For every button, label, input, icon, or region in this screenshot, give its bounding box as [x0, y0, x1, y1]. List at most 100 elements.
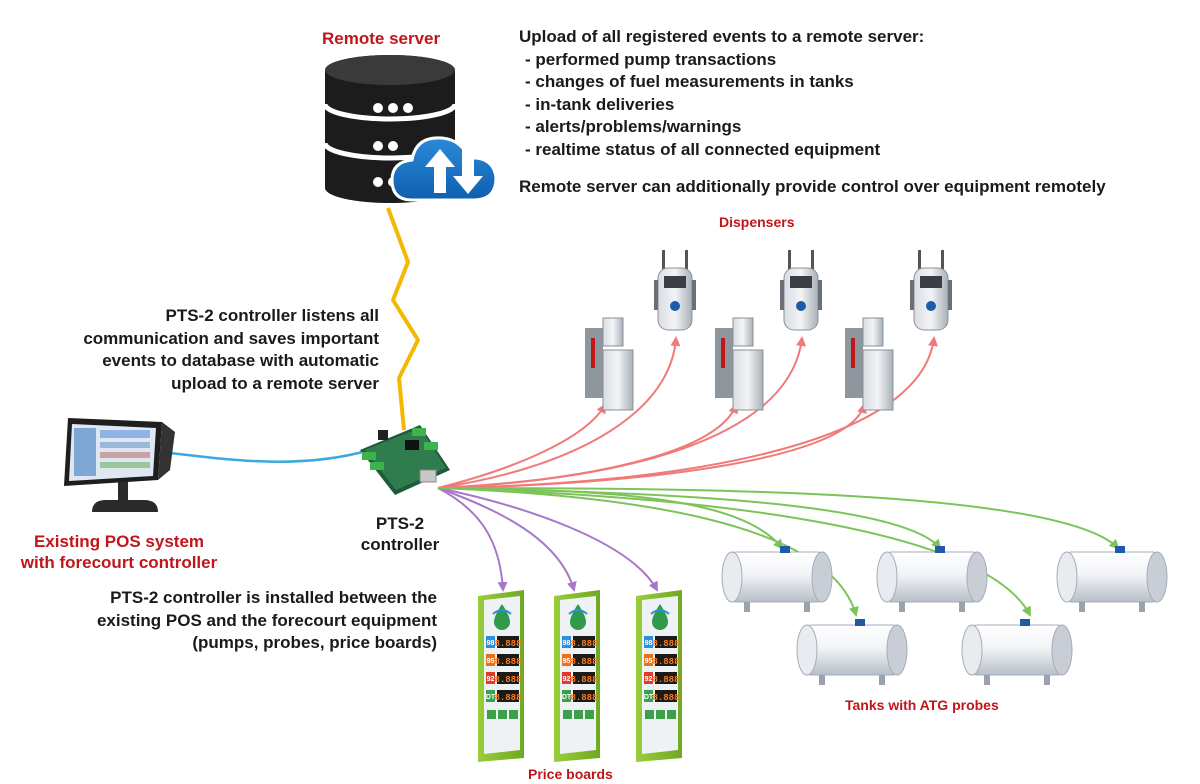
pos-label: Existing POS system with forecourt contr… — [4, 531, 234, 573]
listen-note-line: events to database with automatic — [102, 351, 379, 370]
tanks-group — [721, 546, 1168, 685]
listen-note-line: communication and saves important — [83, 328, 379, 348]
price-digits: 8.888 — [570, 675, 597, 685]
cloud-sync-icon — [390, 136, 498, 202]
price-digits: 8.888 — [570, 657, 597, 667]
tank — [796, 619, 908, 685]
dispenser — [585, 317, 634, 411]
fuel-code: 95 — [563, 658, 571, 665]
tank — [721, 546, 833, 612]
price-digits: 8.888 — [494, 693, 521, 703]
terminal-blocks — [362, 428, 438, 470]
pos-label-line: with forecourt controller — [20, 553, 218, 572]
price-digits: 8.888 — [652, 693, 679, 703]
fuel-code: DT — [644, 694, 654, 701]
tank — [961, 619, 1073, 685]
fuel-code: DT — [486, 694, 496, 701]
price-digits: 8.888 — [652, 657, 679, 667]
wireless-drop-logo-icon — [492, 604, 512, 630]
fuel-code: DT — [562, 694, 572, 701]
listen-note-line: upload to a remote server — [171, 373, 379, 393]
install-note-line: (pumps, probes, price boards) — [192, 633, 437, 652]
controller-label: PTS-2 controller — [350, 513, 450, 555]
fuel-code: 98 — [487, 640, 495, 647]
dispensers-label: Dispensers — [719, 214, 795, 230]
remote-server-label: Remote server — [322, 29, 441, 48]
dispenser — [845, 317, 894, 411]
database-cloud-sync-icon — [322, 55, 498, 203]
tank-links — [437, 487, 1120, 617]
price-digits: 8.888 — [494, 657, 521, 667]
price-digits: 8.888 — [652, 639, 679, 649]
price-digits: 8.888 — [570, 639, 597, 649]
price-digits: 8.888 — [652, 675, 679, 685]
fuel-code: 92 — [563, 676, 571, 683]
tank-link — [437, 487, 1120, 550]
upload-event-item: - alerts/problems/warnings — [525, 117, 742, 136]
pos-link — [160, 447, 371, 463]
dispenser-links — [437, 336, 938, 489]
dispenser-link — [437, 336, 681, 489]
dispenser — [654, 250, 696, 331]
fuel-code: 95 — [645, 658, 653, 665]
upload-description: Upload of all registered events to a rem… — [519, 26, 1106, 199]
remote-control-note: Remote server can additionally provide c… — [519, 177, 1106, 196]
upload-event-item: - performed pump transactions — [525, 49, 777, 69]
price-digits: 8.888 — [570, 693, 597, 703]
fuel-code: 98 — [645, 640, 653, 647]
pts2-controller-board — [360, 425, 450, 495]
tank-link — [437, 487, 859, 617]
upload-event-item: - realtime status of all connected equip… — [525, 139, 881, 159]
wireless-drop-logo-icon — [650, 604, 670, 630]
upload-title: Upload of all registered events to a rem… — [519, 27, 925, 46]
price-board-link — [437, 487, 658, 592]
wireless-drop-logo-icon — [568, 604, 588, 630]
controller-label-line: PTS-2 — [375, 514, 425, 533]
dispenser — [715, 317, 764, 411]
fuel-code: 92 — [645, 676, 653, 683]
tank-link — [437, 487, 942, 550]
listen-note: PTS-2 controller listens all communicati… — [40, 305, 379, 395]
tank — [1056, 546, 1168, 612]
dispensers-group — [585, 250, 952, 411]
dispenser — [780, 250, 822, 331]
dispenser-link — [437, 336, 938, 489]
service-icons — [487, 710, 518, 719]
fuel-code: 95 — [487, 658, 495, 665]
price-board-link — [437, 487, 577, 592]
pos-label-line: Existing POS system — [33, 532, 205, 551]
tank-link — [437, 487, 1031, 617]
pos-screen-grid — [74, 428, 150, 476]
price-board-link — [437, 487, 508, 592]
upload-event-list: - performed pump transactions - changes … — [519, 49, 1106, 162]
upload-event-item: - changes of fuel measurements in tanks — [525, 72, 854, 91]
tank — [876, 546, 988, 612]
install-note: PTS-2 controller is installed between th… — [40, 587, 437, 655]
dispenser-link — [437, 403, 606, 489]
listen-note-line: PTS-2 controller listens all — [165, 306, 379, 325]
install-note-line: PTS-2 controller is installed between th… — [110, 588, 437, 607]
service-icons — [563, 710, 594, 719]
fuel-code: 92 — [487, 676, 495, 683]
upload-event-item: - in-tank deliveries — [525, 94, 675, 114]
server-link — [386, 207, 420, 431]
tanks-label: Tanks with ATG probes — [845, 697, 999, 713]
price-digits: 8.888 — [494, 675, 521, 685]
